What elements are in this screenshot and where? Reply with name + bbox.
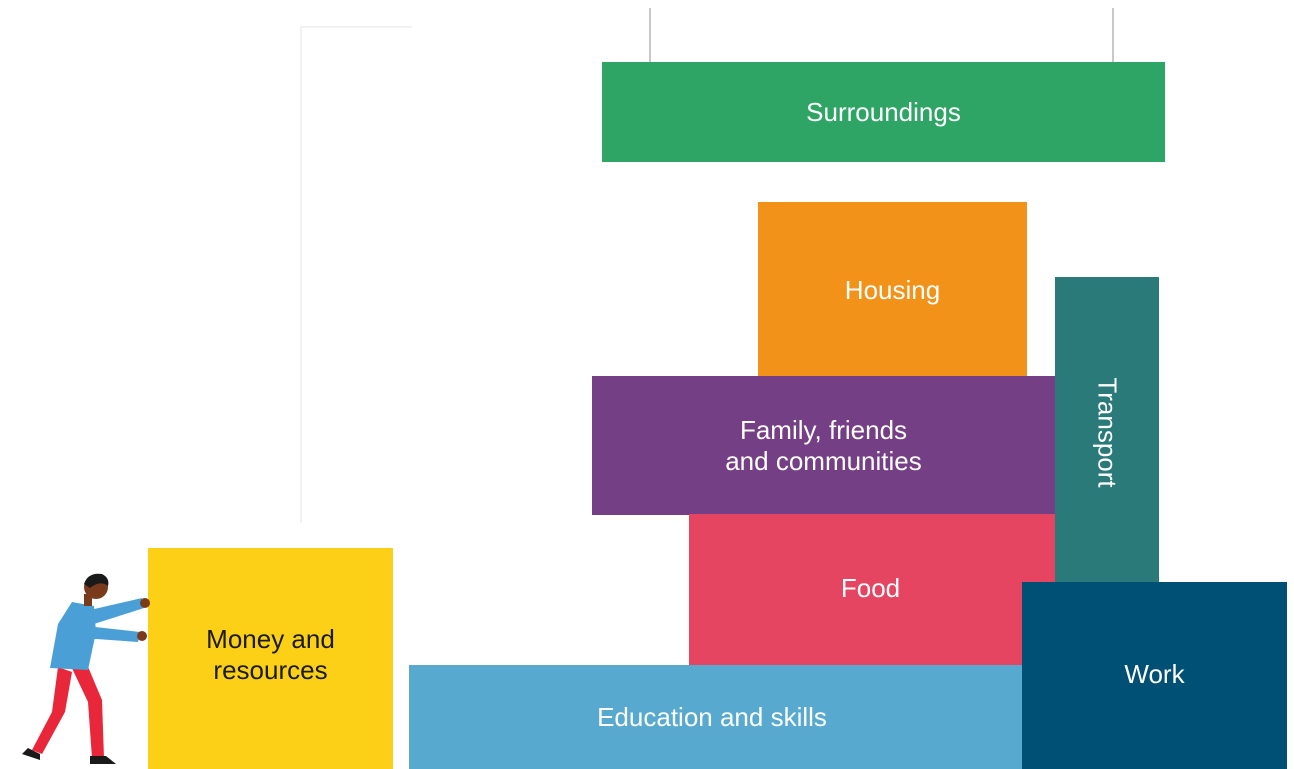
surroundings-block: Surroundings xyxy=(602,62,1165,162)
person-pushing-icon xyxy=(22,573,150,764)
surroundings-label: Surroundings xyxy=(806,96,961,127)
education-skills-block: Education and skills xyxy=(409,665,1023,769)
transport-label: Transport xyxy=(1092,377,1123,488)
hanging-line-left xyxy=(649,8,651,62)
hanging-line-right xyxy=(1112,8,1114,62)
transport-block: Transport xyxy=(1055,277,1159,583)
background-divider xyxy=(300,28,302,523)
work-label: Work xyxy=(1124,659,1185,689)
housing-block: Housing xyxy=(758,202,1027,378)
money-resources-label: Money and resources xyxy=(206,624,335,685)
education-skills-label: Education and skills xyxy=(597,701,827,732)
housing-label: Housing xyxy=(844,274,941,305)
money-resources-block: Money and resources xyxy=(148,548,393,769)
work-block: Work xyxy=(1022,582,1287,769)
background-divider-top xyxy=(300,26,412,28)
family-friends-communities-label: Family, friends and communities xyxy=(725,414,922,476)
food-block: Food xyxy=(689,514,1055,665)
food-label: Food xyxy=(840,573,901,603)
family-friends-communities-block: Family, friends and communities xyxy=(592,376,1055,515)
